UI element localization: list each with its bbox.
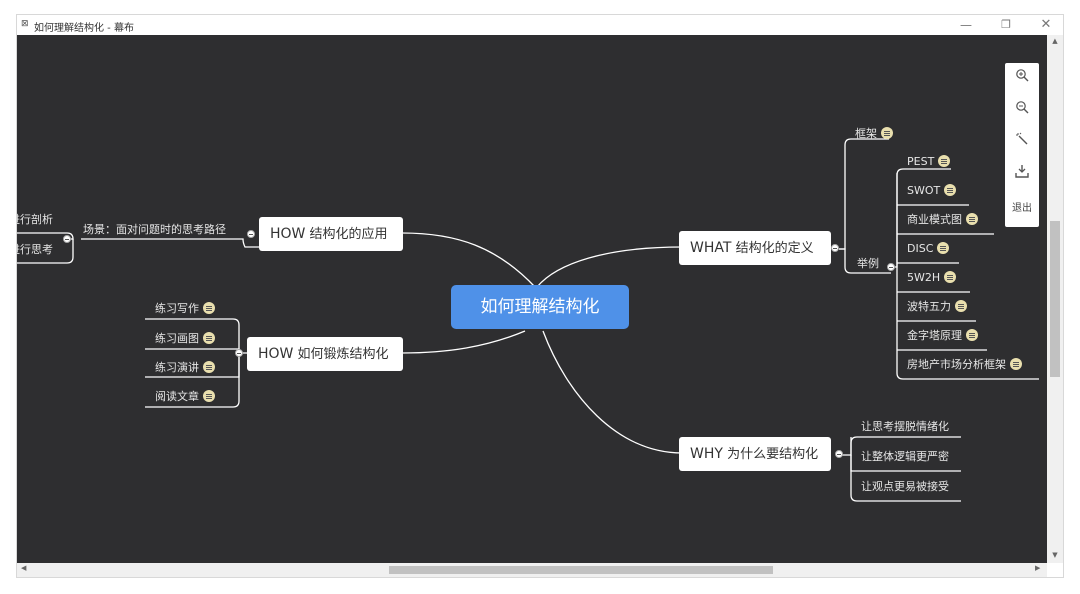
note-icon[interactable] <box>944 271 957 283</box>
note-icon[interactable] <box>938 155 951 167</box>
scenario-item[interactable]: 进行思考 <box>17 243 53 256</box>
node-how-train-keyword: HOW <box>258 346 294 362</box>
close-button[interactable]: ✕ <box>1040 17 1052 32</box>
note-icon[interactable] <box>1010 358 1022 370</box>
node-what-keyword: WHAT <box>690 240 732 256</box>
zoom-in-icon[interactable] <box>1005 65 1039 93</box>
mindmap-canvas[interactable]: 如何理解结构化 WHAT 结构化的定义 框架 举例 PEST SWOT 商业模式… <box>17 35 1047 563</box>
example-item[interactable]: 金字塔原理 <box>907 327 978 345</box>
window-title: 如何理解结构化 - 幕布 <box>34 23 134 34</box>
exit-button[interactable]: 退出 <box>1012 203 1032 214</box>
why-item[interactable]: 让整体逻辑更严密 <box>861 450 949 463</box>
scroll-right-icon[interactable]: ▶ <box>1035 564 1041 572</box>
train-item[interactable]: 练习画图 <box>155 330 215 348</box>
vertical-scroll-thumb[interactable] <box>1050 221 1060 377</box>
note-icon[interactable] <box>955 300 967 312</box>
scroll-left-icon[interactable]: ◀ <box>21 564 27 572</box>
mindmap-links <box>17 138 1039 502</box>
root-node[interactable]: 如何理解结构化 <box>451 285 629 329</box>
link-root-why <box>542 330 683 454</box>
example-item[interactable]: 5W2H <box>907 269 957 287</box>
link-what-examples <box>839 248 891 274</box>
minimize-button[interactable]: — <box>960 18 972 32</box>
link-root-what <box>536 246 683 288</box>
example-item[interactable]: SWOT <box>907 182 957 200</box>
horizontal-scroll-thumb[interactable] <box>389 566 773 574</box>
horizontal-scrollbar[interactable]: ◀ ▶ <box>17 563 1047 577</box>
node-why[interactable]: WHY 为什么要结构化 <box>679 437 831 471</box>
scenario-item[interactable]: 进行剖析 <box>17 213 53 226</box>
note-icon[interactable] <box>203 390 215 402</box>
node-how-train[interactable]: HOW 如何锻炼结构化 <box>247 337 403 371</box>
node-how-apply-label: 结构化的应用 <box>309 227 388 242</box>
link-what-framework <box>839 138 889 250</box>
why-item[interactable]: 让思考摆脱情绪化 <box>861 420 949 433</box>
node-what-label: 结构化的定义 <box>735 241 814 256</box>
node-what[interactable]: WHAT 结构化的定义 <box>679 231 831 265</box>
node-why-keyword: WHY <box>690 446 723 462</box>
note-icon[interactable] <box>966 329 978 341</box>
node-examples[interactable]: 举例 <box>857 257 879 270</box>
collapse-toggle-how-apply[interactable] <box>247 230 255 238</box>
mindmap-toolbar: 退出 <box>1005 63 1039 227</box>
note-icon[interactable] <box>203 302 215 314</box>
magic-wand-icon[interactable] <box>1005 129 1039 157</box>
scroll-down-icon[interactable]: ▼ <box>1052 551 1058 559</box>
title-bar: ⊠ 如何理解结构化 - 幕布 — ❐ ✕ <box>17 15 1063 35</box>
mubu-icon: ⊠ <box>21 19 29 29</box>
node-how-apply[interactable]: HOW 结构化的应用 <box>259 217 403 251</box>
collapse-toggle-scenario[interactable] <box>63 235 71 243</box>
collapse-toggle-why[interactable] <box>835 450 843 458</box>
download-icon[interactable] <box>1005 161 1039 189</box>
train-item[interactable]: 练习写作 <box>155 300 215 318</box>
train-item[interactable]: 练习演讲 <box>155 359 215 377</box>
zoom-out-icon[interactable] <box>1005 97 1039 125</box>
example-item[interactable]: 波特五力 <box>907 298 967 316</box>
collapse-toggle-examples[interactable] <box>887 263 895 271</box>
note-icon[interactable] <box>203 332 215 344</box>
collapse-toggle-what[interactable] <box>831 244 839 252</box>
node-framework[interactable]: 框架 <box>855 125 893 143</box>
link-root-how-apply <box>401 232 536 288</box>
note-icon[interactable] <box>937 242 950 254</box>
collapse-toggle-how-train[interactable] <box>235 349 243 357</box>
node-why-label: 为什么要结构化 <box>727 447 819 462</box>
note-icon[interactable] <box>944 184 957 196</box>
link-scenario-items <box>17 232 74 240</box>
node-scenario[interactable]: 场景：面对问题时的思考路径 <box>83 223 226 236</box>
node-how-apply-keyword: HOW <box>270 226 306 242</box>
node-how-train-label: 如何锻炼结构化 <box>297 347 389 362</box>
scroll-up-icon[interactable]: ▲ <box>1052 37 1058 45</box>
note-icon[interactable] <box>203 361 215 373</box>
example-item[interactable]: 商业模式图 <box>907 211 978 229</box>
maximize-button[interactable]: ❐ <box>1001 18 1011 31</box>
example-item[interactable]: PEST <box>907 153 951 171</box>
why-item[interactable]: 让观点更易被接受 <box>861 480 949 493</box>
vertical-scrollbar[interactable]: ▲ ▼ <box>1047 35 1063 563</box>
example-item[interactable]: 房地产市场分析框架 <box>907 356 1022 374</box>
train-item[interactable]: 阅读文章 <box>155 388 215 406</box>
note-icon[interactable] <box>881 127 893 139</box>
example-item[interactable]: DISC <box>907 240 950 258</box>
link-root-how-train <box>401 330 526 354</box>
app-window: ⊠ 如何理解结构化 - 幕布 — ❐ ✕ <box>16 14 1064 578</box>
note-icon[interactable] <box>966 213 978 225</box>
